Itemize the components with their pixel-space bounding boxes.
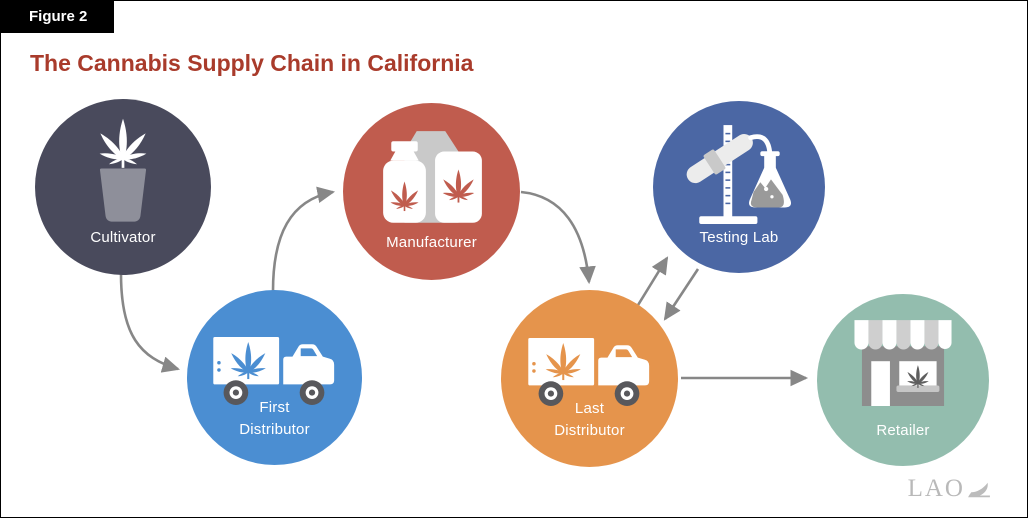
arrow-last-distributor-to-testing-lab [633, 256, 669, 311]
node-cultivator: Cultivator [35, 99, 211, 275]
node-label-first-distributor: First Distributor [187, 397, 362, 441]
arrow-manufacturer-to-last-distributor [520, 190, 596, 285]
label-line: First [259, 398, 290, 416]
arrow-cultivator-to-first-distributor [119, 273, 180, 373]
node-retailer: Retailer [817, 294, 989, 466]
node-last-distributor: Last Distributor [501, 290, 678, 467]
delivery-truck-icon [212, 337, 334, 405]
lao-logo: LAO [908, 476, 991, 501]
node-label-manufacturer: Manufacturer [386, 234, 477, 252]
lab-equipment-icon [686, 125, 792, 224]
figure-title: The Cannabis Supply Chain in California [30, 50, 474, 76]
node-label-cultivator: Cultivator [90, 229, 156, 247]
lao-logo-text: LAO [907, 475, 965, 502]
node-manufacturer: Manufacturer [343, 103, 520, 280]
arrow-first-distributor-to-manufacturer [271, 186, 336, 292]
delivery-truck-icon [527, 338, 649, 406]
node-label-testing-lab: Testing Lab [699, 228, 779, 246]
node-testing-lab: Testing Lab [653, 101, 825, 273]
node-label-last-distributor: Last Distributor [501, 398, 678, 442]
storefront-icon [854, 320, 952, 406]
label-line: Last [574, 399, 605, 417]
lao-quill-icon [968, 482, 990, 498]
node-label-retailer: Retailer [876, 421, 930, 439]
label-line: Distributor [239, 420, 310, 438]
product-containers-icon [382, 131, 482, 223]
figure-number-tag: Figure 2 [1, 1, 115, 33]
label-line: Distributor [554, 421, 625, 439]
arrow-testing-lab-to-last-distributor [663, 268, 700, 321]
node-first-distributor: First Distributor [187, 290, 362, 465]
cannabis-plant-icon [77, 117, 169, 222]
